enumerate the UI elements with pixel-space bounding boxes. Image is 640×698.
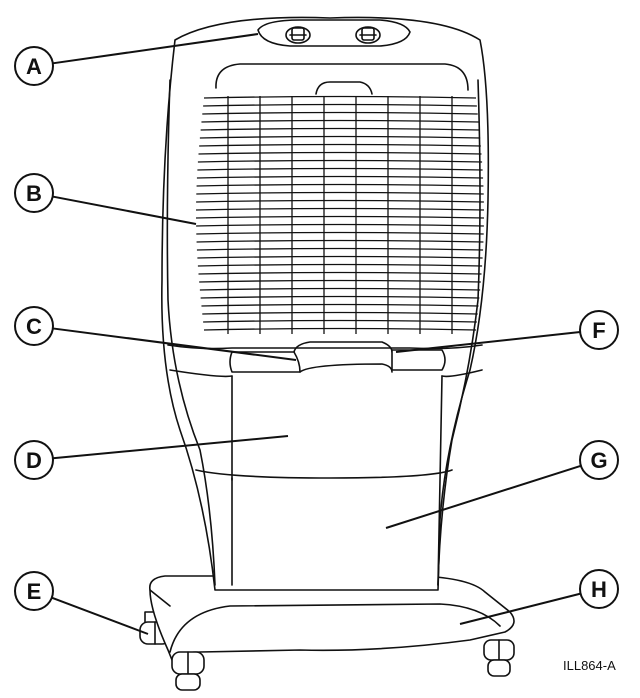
louvre-grille [195, 95, 485, 334]
louvre-slat [203, 319, 477, 323]
leader-line-d [52, 435, 289, 460]
callout-bubble-g [579, 440, 619, 480]
louvre-slat [196, 199, 484, 203]
louvre-slat [198, 271, 482, 275]
callout-label-h: H [591, 577, 607, 602]
louvre-slat [196, 191, 484, 195]
callout-bubble-e [14, 571, 54, 611]
base-assembly [139, 575, 515, 691]
control-panel [257, 19, 411, 47]
callout-bubble-b [14, 173, 54, 213]
louvre-slat [201, 119, 479, 123]
caster-wheel-front-right [483, 639, 515, 677]
louvre-slat [196, 231, 484, 235]
louvre-slat [196, 175, 484, 179]
louvre-slat [197, 167, 483, 171]
louvre-slat [196, 247, 484, 251]
louvre-slat [199, 143, 481, 147]
louvre-slat [199, 135, 481, 139]
louvre-slat [203, 95, 477, 99]
leader-line-a [52, 33, 259, 65]
louvre-slat [199, 287, 481, 291]
louvre-slat [200, 295, 480, 299]
leader-line-c [52, 327, 297, 361]
louvre-slat [196, 183, 484, 187]
callout-label-e: E [27, 579, 42, 604]
louvre-slat [196, 239, 484, 243]
louvre-slat [200, 127, 480, 131]
callouts: A B C D E F G H [14, 33, 619, 635]
callout-bubble-d [14, 440, 54, 480]
callout-bubble-f [579, 310, 619, 350]
leader-line-h [459, 592, 581, 625]
louvre-slat [199, 279, 481, 283]
louvre-slat [201, 303, 479, 307]
callout-bubble-h [579, 569, 619, 609]
leader-line-g [385, 464, 582, 529]
louvre-slat [202, 111, 478, 115]
louvre-slat [195, 215, 485, 219]
callout-label-b: B [26, 181, 42, 206]
handle-right [391, 349, 446, 371]
illustration-code: ILL864-A [563, 658, 616, 673]
louvre-slat [197, 159, 483, 163]
leader-line-f [395, 331, 581, 353]
callout-label-a: A [26, 54, 42, 79]
leader-line-b [52, 195, 197, 225]
caster-wheel-front-left [171, 651, 205, 691]
louvre-slat [203, 327, 477, 331]
control-knob-left[interactable] [285, 26, 311, 44]
callout-label-f: F [592, 318, 605, 343]
leader-line-e [51, 596, 149, 635]
callout-label-g: G [590, 448, 607, 473]
louvre-slat [198, 151, 482, 155]
callout-bubble-c [14, 306, 54, 346]
louvre-slat [197, 255, 483, 259]
louvre-slat [203, 103, 477, 107]
callout-label-d: D [26, 448, 42, 473]
louvre-slat [196, 223, 484, 227]
callout-bubble-a [14, 46, 54, 86]
louvre-slat [202, 311, 478, 315]
control-knob-right[interactable] [355, 26, 381, 44]
callout-label-c: C [26, 314, 42, 339]
louvre-slat [195, 207, 485, 211]
louvre-slat [197, 263, 483, 267]
cooler-body [161, 16, 490, 591]
